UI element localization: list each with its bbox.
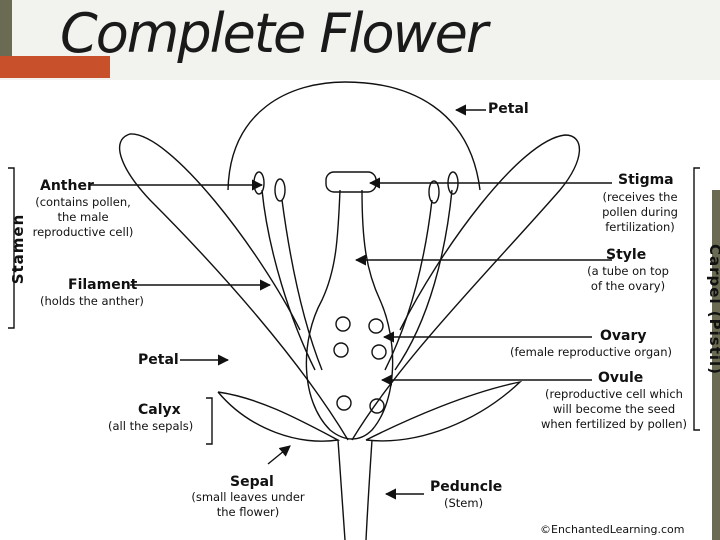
copyright-text: ©EnchantedLearning.com xyxy=(540,523,685,536)
label-peduncle: Peduncle xyxy=(430,479,503,495)
label-filament-desc: (holds the anther) xyxy=(40,294,144,308)
pistil-outline xyxy=(305,189,394,440)
text-line: pollen during xyxy=(602,205,678,219)
text-line: fertilization) xyxy=(605,220,675,234)
text-line: (small leaves under xyxy=(191,490,305,504)
label-ovary: Ovary xyxy=(600,328,647,344)
slide-title: Complete Flower xyxy=(60,2,488,65)
sepal-right xyxy=(365,380,523,442)
text-line: (a tube on top xyxy=(587,264,669,278)
label-ovule: Ovule xyxy=(598,370,644,386)
stamen-left-inner xyxy=(281,199,323,371)
label-anther: Anther xyxy=(40,178,94,194)
text-line: will become the seed xyxy=(552,402,676,416)
text-line: (reproductive cell which xyxy=(545,387,683,401)
stamen-bracket xyxy=(8,167,15,329)
label-stamen: Stamen xyxy=(9,213,27,285)
label-filament: Filament xyxy=(68,277,138,293)
accent-stripe xyxy=(0,56,110,78)
anther-right-inner xyxy=(428,180,440,204)
label-style: Style xyxy=(606,247,647,263)
title-banner xyxy=(0,0,720,80)
ovule xyxy=(369,398,385,414)
text-line: the flower) xyxy=(216,505,280,519)
top-petal-outline xyxy=(227,81,481,191)
diagram-background xyxy=(0,80,720,540)
right-accent-bar xyxy=(712,190,720,540)
left-petal-outline xyxy=(119,133,349,441)
stamen-right-outer xyxy=(394,189,453,371)
label-stigma: Stigma xyxy=(618,172,674,188)
pointer-sepal xyxy=(267,445,291,465)
text-line: when fertilized by pollen) xyxy=(540,417,688,431)
ovule xyxy=(333,342,349,358)
calyx-bracket xyxy=(206,397,213,445)
ovule xyxy=(368,318,384,334)
anther-left-outer xyxy=(253,171,265,195)
label-calyx: Calyx xyxy=(138,402,181,418)
label-peduncle-desc: (Stem) xyxy=(444,496,484,510)
stamen-right-inner xyxy=(384,199,433,371)
right-petal-outline xyxy=(351,134,581,441)
label-sepal-desc: (small leaves under the flower) xyxy=(180,490,316,520)
label-style-desc: (a tube on top of the ovary) xyxy=(578,264,678,294)
text-line: of the ovary) xyxy=(590,279,666,293)
label-ovary-desc: (female reproductive organ) xyxy=(510,345,672,359)
carpel-bracket xyxy=(693,167,700,431)
anther-left-inner xyxy=(274,178,286,202)
brackets xyxy=(8,167,700,445)
text-line: (contains pollen, xyxy=(35,195,131,209)
ovule xyxy=(335,316,351,332)
text-line: reproductive cell) xyxy=(32,225,134,239)
label-sepal: Sepal xyxy=(230,474,274,490)
text-line: the male xyxy=(57,210,109,224)
text-line: (receives the xyxy=(602,190,678,204)
label-calyx-desc: (all the sepals) xyxy=(108,419,194,433)
ovule xyxy=(336,395,352,411)
peduncle-stem xyxy=(337,439,373,540)
accent-bar xyxy=(0,0,12,56)
flower-drawing xyxy=(119,81,581,540)
label-petal-left: Petal xyxy=(138,352,179,368)
ovule xyxy=(371,344,387,360)
label-ovule-desc: (reproductive cell which will become the… xyxy=(530,387,698,432)
pointer-lines xyxy=(90,104,612,500)
label-petal-top: Petal xyxy=(488,101,529,117)
label-stigma-desc: (receives the pollen during fertilizatio… xyxy=(594,190,686,235)
label-anther-desc: (contains pollen, the male reproductive … xyxy=(18,195,148,240)
label-carpel: Carpel (Pistil) xyxy=(706,244,720,376)
stamen-left-outer xyxy=(261,189,316,371)
stigma-cap xyxy=(325,171,377,193)
